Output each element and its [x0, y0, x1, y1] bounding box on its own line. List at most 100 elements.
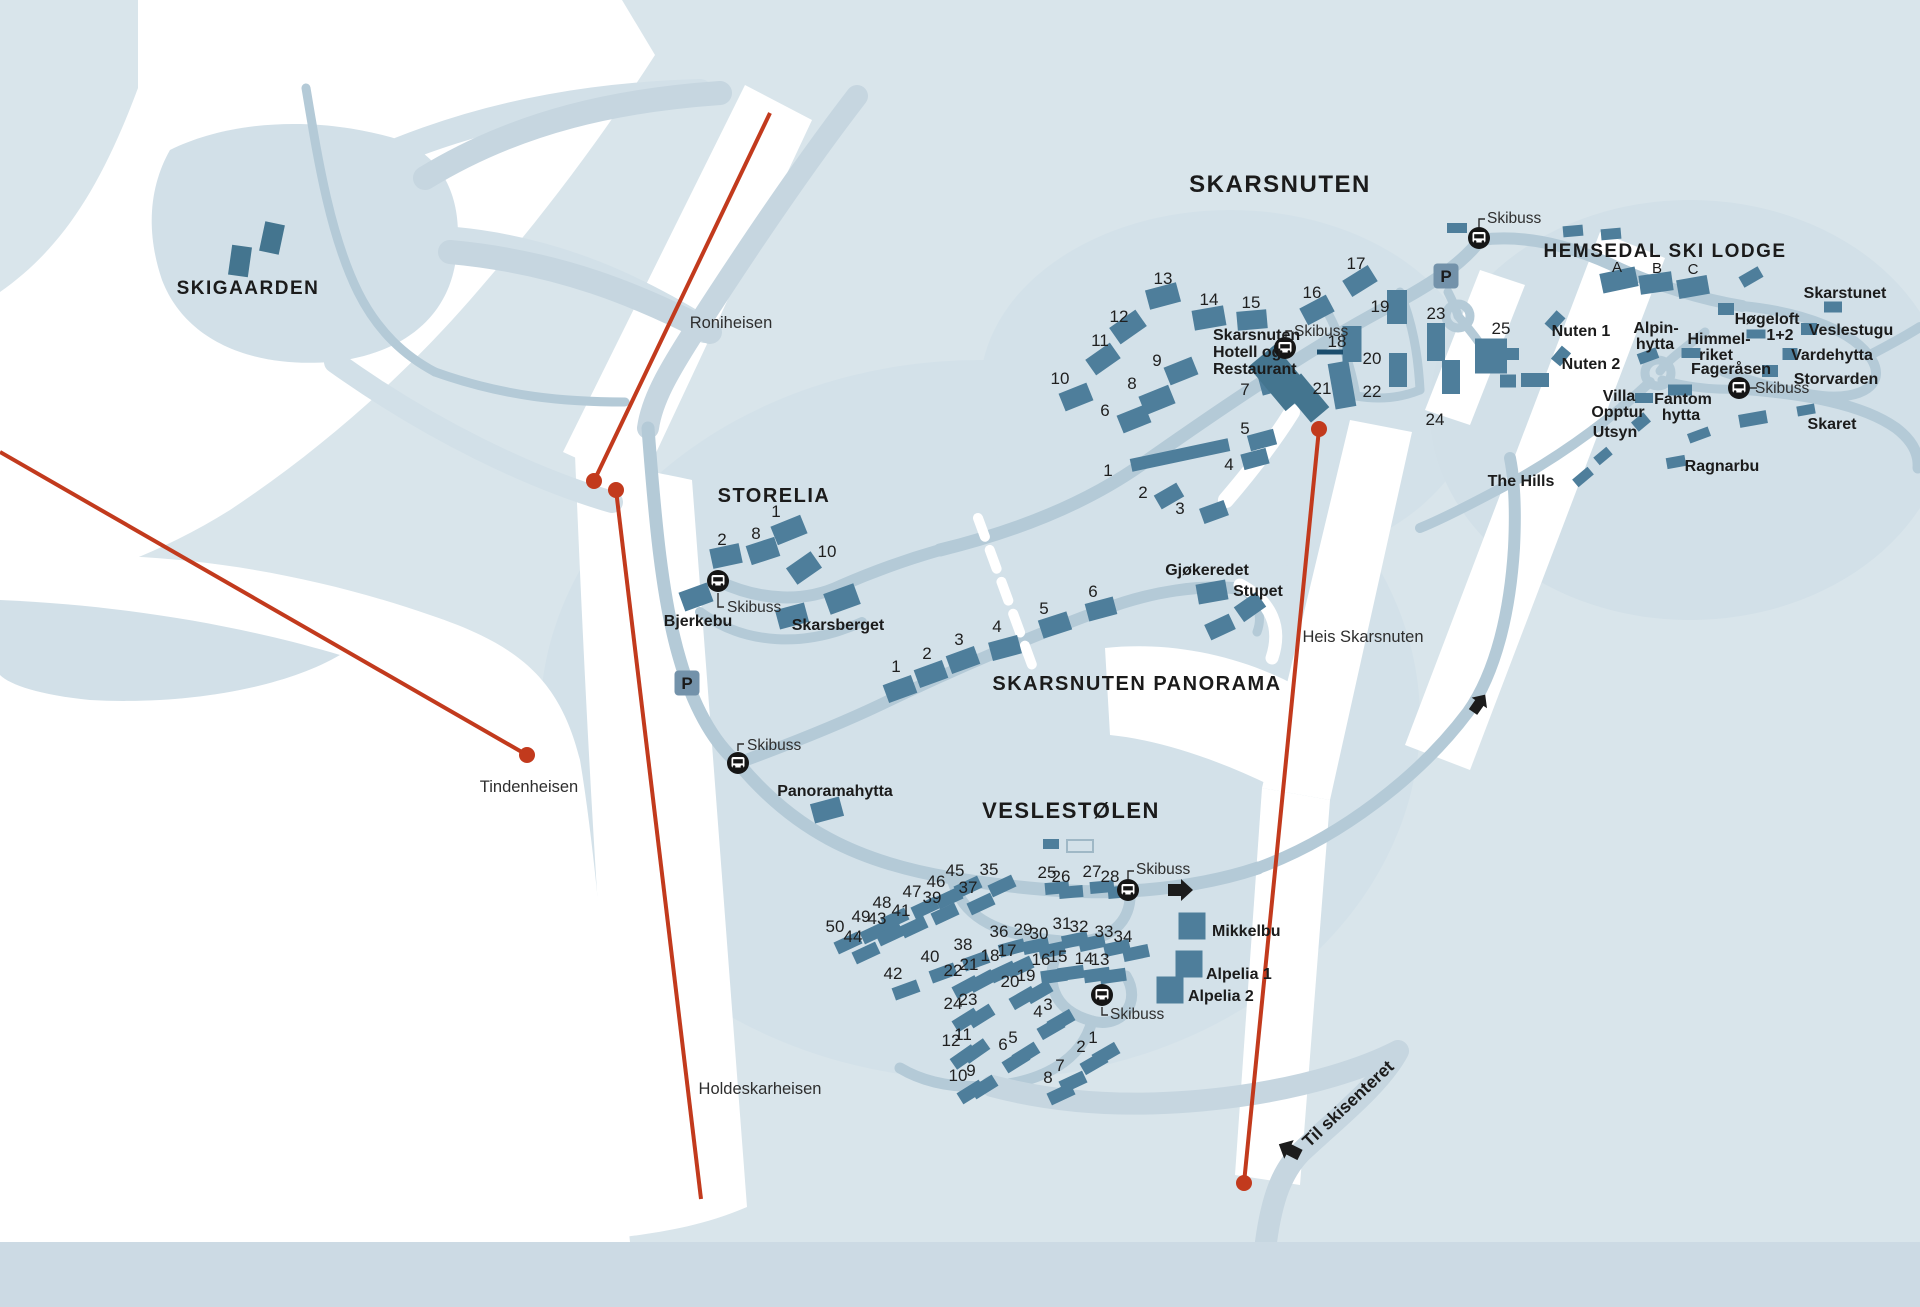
plot-number: 12 [1110, 307, 1129, 326]
place-label: riket [1699, 347, 1733, 364]
building [1175, 950, 1203, 978]
place-label: Veslestugu [1809, 322, 1893, 339]
building [833, 931, 863, 955]
building [1144, 282, 1182, 310]
place-label: Skarsberget [792, 617, 885, 634]
building [851, 941, 881, 965]
building [1116, 404, 1152, 434]
place-label: Skaret [1808, 416, 1858, 433]
place-label: Fantom [1654, 391, 1712, 408]
plot-number: 44 [844, 927, 863, 946]
building [1746, 329, 1766, 339]
ski-lift-line [0, 450, 528, 757]
building [1199, 500, 1229, 524]
plot-number: 19 [1017, 966, 1036, 985]
plot-number: 34 [1114, 927, 1133, 946]
skibuss-connector [1101, 1007, 1108, 1016]
building [1638, 271, 1674, 295]
place-label: Mikkelbu [1212, 923, 1280, 940]
plot-number: 2 [1138, 483, 1147, 502]
building [1091, 1041, 1121, 1067]
building [1011, 1041, 1041, 1067]
plot-number: 15 [1049, 947, 1068, 966]
building [1718, 303, 1734, 315]
place-label: The Hills [1488, 473, 1555, 490]
plot-number: 32 [1070, 917, 1089, 936]
building [1636, 347, 1660, 365]
building [1500, 374, 1516, 388]
plot-number: 3 [954, 630, 963, 649]
plot-number: 14 [1200, 290, 1219, 309]
plot-number: 24 [944, 994, 963, 1013]
slope-bottomleft [0, 555, 630, 1242]
building [880, 907, 910, 931]
building [1163, 356, 1199, 386]
plot-number: 33 [1095, 922, 1114, 941]
bottom-strip [0, 1242, 1920, 1307]
building [1521, 373, 1549, 387]
building [1824, 301, 1842, 313]
plot-number: 6 [1100, 401, 1109, 420]
place-label: Storvarden [1794, 371, 1878, 388]
dashed-trail [973, 513, 1037, 670]
building [1058, 884, 1084, 900]
slope-holdeskar [575, 455, 747, 1237]
svg-text:P: P [681, 674, 692, 693]
plot-number: 21 [1313, 379, 1332, 398]
plot-number: 14 [1075, 949, 1094, 968]
plot-number: 31 [1053, 914, 1072, 933]
skibuss-connector [717, 593, 724, 608]
building [1204, 613, 1236, 641]
skibuss-icon [707, 570, 729, 592]
region-title: HEMSEDAL SKI LODGE [1543, 241, 1786, 262]
building [859, 921, 889, 945]
plot-number: 25 [1038, 863, 1057, 882]
plot-number: 11 [1091, 331, 1109, 350]
skibuss-icon [1091, 984, 1113, 1006]
direction-arrow-icon [1468, 694, 1487, 715]
building [1550, 345, 1572, 367]
building [1562, 224, 1584, 238]
plot-number: 18 [1328, 332, 1347, 351]
plot-number: 6 [1088, 582, 1097, 601]
building [1043, 839, 1059, 849]
building [1738, 410, 1768, 428]
plot-number: 27 [1083, 862, 1102, 881]
road-til-skisenteret [981, 1040, 1409, 1253]
place-label: Skarsnuten [1213, 327, 1300, 344]
place-label: Stupet [1233, 583, 1283, 600]
plot-number: 1 [891, 657, 900, 676]
building [882, 674, 918, 704]
building [966, 1003, 996, 1029]
place-label: B [1652, 260, 1662, 277]
building [228, 244, 252, 278]
building [988, 634, 1022, 662]
bottomleft-tongue [0, 600, 340, 701]
plot-number: 8 [1127, 374, 1136, 393]
building [1665, 454, 1687, 470]
plot-number: 9 [966, 1061, 975, 1080]
building [1240, 447, 1270, 471]
plot-number: 47 [903, 882, 922, 901]
building [1389, 353, 1407, 387]
buildings-layer [228, 221, 1842, 1106]
building [1631, 412, 1651, 432]
building [1681, 348, 1701, 358]
plot-number: 26 [1052, 867, 1071, 886]
plot-number: 16 [1303, 283, 1322, 302]
building [1077, 933, 1107, 953]
plot-number: 7 [1240, 380, 1249, 399]
plot-number: 3 [1043, 995, 1052, 1014]
building [930, 902, 960, 926]
region-title: STORELIA [718, 485, 831, 507]
plot-number: 49 [852, 907, 871, 926]
skibuss-icon [1274, 337, 1296, 359]
skibuss-icon [727, 752, 749, 774]
building [1099, 967, 1127, 985]
plot-number: 10 [949, 1066, 968, 1085]
skibuss-connector [1285, 330, 1292, 337]
skibuss-connector [1127, 870, 1134, 879]
plot-number: 4 [1224, 455, 1233, 474]
plot-number: 19 [1371, 297, 1390, 316]
